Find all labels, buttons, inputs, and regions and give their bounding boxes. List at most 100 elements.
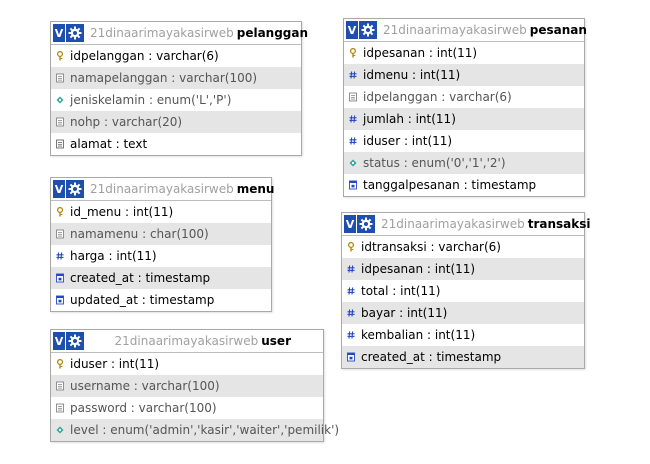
column-type-icon — [347, 330, 355, 340]
column-row[interactable]: alamat : text — [51, 133, 301, 155]
table-header[interactable]: V 21dinaarimayakasirweb pelanggan — [51, 22, 308, 45]
column-row[interactable]: idpesanan : int(11) — [344, 42, 584, 64]
column-type-icon — [349, 48, 357, 58]
column-row[interactable]: idmenu : int(11) — [344, 64, 584, 86]
table-header[interactable]: V 21dinaarimayakasirweb user — [51, 330, 323, 353]
gear-icon[interactable] — [357, 215, 375, 233]
column-label: iduser : int(11) — [363, 134, 453, 148]
column-type-icon — [347, 352, 355, 362]
table-header[interactable]: V 21dinaarimayakasirweb pesanan — [344, 19, 587, 42]
table-name: user — [261, 334, 291, 348]
column-type-icon — [349, 70, 357, 80]
column-row[interactable]: kembalian : int(11) — [342, 324, 584, 346]
column-list: idpesanan : int(11) idmenu : int(11) idpel… — [344, 42, 584, 196]
column-row[interactable]: created_at : timestamp — [342, 346, 584, 368]
column-list: iduser : int(11) username : varchar(100) p… — [51, 353, 339, 441]
column-list: id_menu : int(11) namamenu : char(100) har… — [51, 201, 271, 311]
column-label: jumlah : int(11) — [363, 112, 456, 126]
column-label: username : varchar(100) — [70, 379, 220, 393]
column-label: created_at : timestamp — [361, 350, 502, 364]
column-row[interactable]: iduser : int(11) — [344, 130, 584, 152]
column-row[interactable]: bayar : int(11) — [342, 302, 584, 324]
column-label: created_at : timestamp — [70, 271, 211, 285]
column-type-icon — [56, 251, 64, 261]
toggle-columns-button[interactable]: V — [346, 21, 358, 39]
column-row[interactable]: level : enum('admin','kasir','waiter','p… — [51, 419, 339, 441]
column-type-icon — [56, 139, 64, 149]
column-label: namapelanggan : varchar(100) — [70, 71, 258, 85]
column-type-icon — [56, 295, 64, 305]
table-name: pelanggan — [236, 26, 309, 40]
table-transaksi[interactable]: V 21dinaarimayakasirweb transaksi idtran… — [341, 212, 591, 369]
column-row[interactable]: idtransaksi : varchar(6) — [342, 236, 584, 258]
table-header[interactable]: V 21dinaarimayakasirweb menu — [51, 178, 274, 201]
column-label: harga : int(11) — [70, 249, 157, 263]
database-name: 21dinaarimayakasirweb — [383, 23, 527, 37]
table-pesanan[interactable]: V 21dinaarimayakasirweb pesanan idpesana… — [343, 18, 587, 197]
toggle-columns-button[interactable]: V — [53, 180, 65, 198]
column-row[interactable]: idpelanggan : varchar(6) — [344, 86, 584, 108]
column-row[interactable]: idpesanan : int(11) — [342, 258, 584, 280]
table-menu[interactable]: V 21dinaarimayakasirweb menu id_menu : i… — [50, 177, 274, 312]
column-label: kembalian : int(11) — [361, 328, 476, 342]
column-row[interactable]: jeniskelamin : enum('L','P') — [51, 89, 301, 111]
gear-icon[interactable] — [66, 180, 84, 198]
column-row[interactable]: jumlah : int(11) — [344, 108, 584, 130]
column-label: level : enum('admin','kasir','waiter','p… — [70, 423, 340, 437]
column-type-icon — [56, 273, 64, 283]
toggle-columns-button[interactable]: V — [53, 332, 65, 350]
column-row[interactable]: id_menu : int(11) — [51, 201, 271, 223]
column-label: password : varchar(100) — [70, 401, 217, 415]
column-type-icon — [349, 136, 357, 146]
column-row[interactable]: namapelanggan : varchar(100) — [51, 67, 301, 89]
toggle-columns-button[interactable]: V — [53, 24, 65, 42]
column-type-icon — [56, 207, 64, 217]
column-row[interactable]: updated_at : timestamp — [51, 289, 271, 311]
column-row[interactable]: password : varchar(100) — [51, 397, 323, 419]
column-type-icon — [56, 51, 64, 61]
column-row[interactable]: harga : int(11) — [51, 245, 271, 267]
column-row[interactable]: iduser : int(11) — [51, 353, 323, 375]
column-type-icon — [349, 158, 357, 168]
toggle-columns-button[interactable]: V — [344, 215, 356, 233]
column-row[interactable]: idpelanggan : varchar(6) — [51, 45, 301, 67]
column-type-icon — [349, 92, 357, 102]
column-row[interactable]: total : int(11) — [342, 280, 584, 302]
column-type-icon — [349, 114, 357, 124]
column-label: iduser : int(11) — [70, 357, 160, 371]
column-list: idpelanggan : varchar(6) namapelanggan : … — [51, 45, 301, 155]
column-type-icon — [56, 359, 64, 369]
column-label: idpelanggan : varchar(6) — [363, 90, 512, 104]
column-type-icon — [56, 425, 64, 435]
gear-icon[interactable] — [359, 21, 377, 39]
column-label: id_menu : int(11) — [70, 205, 174, 219]
column-type-icon — [347, 308, 355, 318]
table-header[interactable]: V 21dinaarimayakasirweb transaksi — [342, 213, 591, 236]
column-type-icon — [56, 95, 64, 105]
column-row[interactable]: namamenu : char(100) — [51, 223, 271, 245]
column-row[interactable]: username : varchar(100) — [51, 375, 323, 397]
column-label: jeniskelamin : enum('L','P') — [70, 93, 232, 107]
column-type-icon — [347, 242, 355, 252]
column-type-icon — [56, 381, 64, 391]
column-label: updated_at : timestamp — [70, 293, 215, 307]
column-list: idtransaksi : varchar(6)idpesanan : int(… — [342, 236, 584, 368]
database-name: 21dinaarimayakasirweb — [381, 217, 525, 231]
column-label: namamenu : char(100) — [70, 227, 209, 241]
column-label: total : int(11) — [361, 284, 441, 298]
gear-icon[interactable] — [66, 24, 84, 42]
gear-icon[interactable] — [66, 332, 84, 350]
table-name: menu — [236, 182, 275, 196]
column-label: tanggalpesanan : timestamp — [363, 178, 537, 192]
column-row[interactable]: tanggalpesanan : timestamp — [344, 174, 584, 196]
column-type-icon — [56, 117, 64, 127]
table-pelanggan[interactable]: V 21dinaarimayakasirweb pelanggan idpela… — [50, 21, 308, 156]
column-label: status : enum('0','1','2') — [363, 156, 506, 170]
column-row[interactable]: nohp : varchar(20) — [51, 111, 301, 133]
table-user[interactable]: V 21dinaarimayakasirweb user iduser : in… — [50, 329, 339, 442]
column-row[interactable]: created_at : timestamp — [51, 267, 271, 289]
column-label: idmenu : int(11) — [363, 68, 461, 82]
column-type-icon — [56, 403, 64, 413]
column-row[interactable]: status : enum('0','1','2') — [344, 152, 584, 174]
table-name: transaksi — [527, 217, 591, 231]
